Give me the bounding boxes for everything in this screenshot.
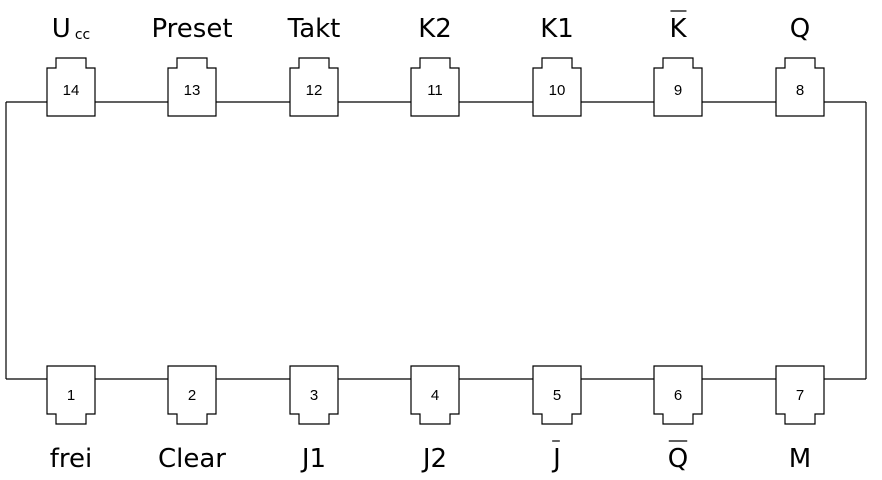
top-pin-10: 10 K1 <box>532 14 582 117</box>
pin-signal-subscript: cc <box>75 27 90 43</box>
pin-signal-label: U <box>52 14 71 44</box>
pin-box <box>775 57 825 117</box>
pin-signal-label: K1 <box>540 14 574 44</box>
top-pin-9: 9K <box>653 10 703 117</box>
bottom-pin-4: 4J2 <box>410 365 460 474</box>
pin-box <box>410 57 460 117</box>
pin-signal-label: Preset <box>151 14 232 44</box>
pin-number: 10 <box>549 82 566 99</box>
pin-box <box>532 57 582 117</box>
pin-number: 14 <box>63 82 80 99</box>
pin-signal-label: Takt <box>287 14 341 44</box>
pin-signal-label: J <box>551 444 561 474</box>
pin-signal-label: J1 <box>300 444 326 474</box>
pin-signal-label: K2 <box>418 14 452 44</box>
pin-number: 11 <box>427 82 443 99</box>
pin-box <box>289 57 339 117</box>
pin-number: 5 <box>553 387 561 404</box>
pin-number: 12 <box>306 82 323 99</box>
pin-number: 2 <box>188 387 196 404</box>
pin-number: 8 <box>796 82 804 99</box>
pin-box <box>775 365 825 425</box>
pin-box <box>289 365 339 425</box>
pin-number: 7 <box>796 387 804 404</box>
pin-number: 9 <box>674 82 682 99</box>
top-pin-13: 13 Preset <box>151 14 233 117</box>
pin-signal-label: K <box>669 14 687 44</box>
top-pin-8: 8Q <box>775 14 825 117</box>
bottom-pin-7: 7M <box>775 365 825 474</box>
pin-box <box>46 57 96 117</box>
bottom-pin-5: 5J <box>532 365 582 474</box>
pin-number: 13 <box>184 82 201 99</box>
pin-box <box>653 57 703 117</box>
pin-number: 4 <box>431 387 439 404</box>
pin-number: 6 <box>674 387 682 404</box>
pin-box <box>167 365 217 425</box>
pin-signal-label: Clear <box>158 444 226 474</box>
bottom-pin-1: 1 frei <box>46 365 96 474</box>
pin-box <box>532 365 582 425</box>
bottom-pin-3: 3J1 <box>289 365 339 474</box>
top-pin-11: 11 K2 <box>410 14 460 117</box>
pin-signal-label: J2 <box>421 444 447 474</box>
pin-box <box>410 365 460 425</box>
pin-signal-label: M <box>789 444 811 474</box>
pin-signal-label: Q <box>790 14 810 44</box>
bottom-pin-6: 6Q <box>653 365 703 474</box>
pin-number: 1 <box>67 387 75 404</box>
pin-number: 3 <box>310 387 318 404</box>
pin-signal-label: frei <box>50 444 93 474</box>
pin-box <box>46 365 96 425</box>
pin-box <box>167 57 217 117</box>
pin-box <box>653 365 703 425</box>
ic-body-outline <box>5 102 867 379</box>
top-pin-12: 12 Takt <box>287 14 341 117</box>
pin-signal-label: Q <box>668 444 688 474</box>
